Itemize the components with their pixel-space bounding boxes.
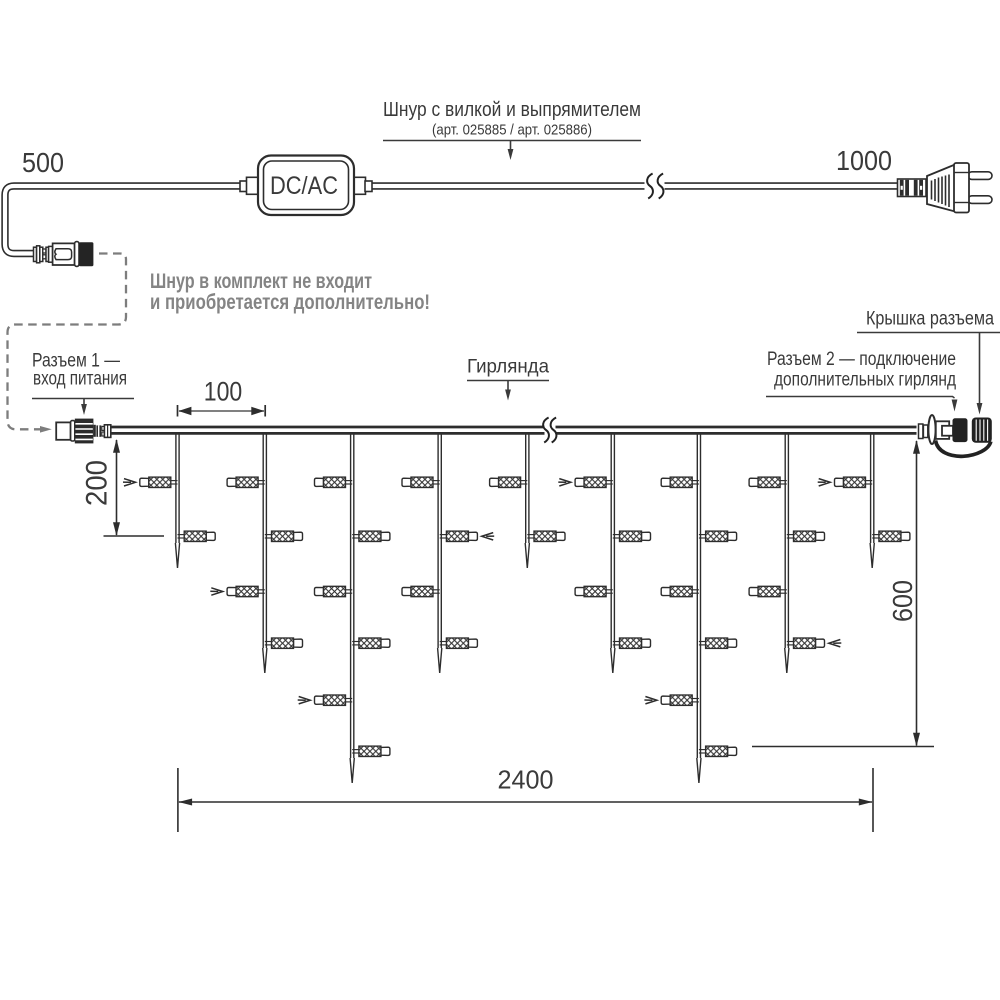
- svg-text:и приобретается дополнительно!: и приобретается дополнительно!: [150, 291, 430, 314]
- svg-text:Разъем 1 —: Разъем 1 —: [32, 351, 120, 372]
- svg-text:дополнительных гирлянд: дополнительных гирлянд: [774, 370, 956, 391]
- svg-text:Разъем 2 — подключение: Разъем 2 — подключение: [767, 349, 956, 370]
- svg-text:1000: 1000: [836, 145, 892, 176]
- svg-text:вход питания: вход питания: [33, 369, 127, 390]
- svg-text:Шнур в комплект не входит: Шнур в комплект не входит: [150, 270, 372, 293]
- svg-text:2400: 2400: [498, 765, 554, 795]
- svg-text:(арт. 025885 / арт. 025886): (арт. 025885 / арт. 025886): [432, 123, 592, 139]
- svg-text:200: 200: [80, 460, 113, 506]
- svg-text:600: 600: [887, 580, 918, 622]
- svg-text:DC/AC: DC/AC: [270, 172, 338, 200]
- svg-text:Гирлянда: Гирлянда: [467, 357, 549, 378]
- svg-text:Крышка разъема: Крышка разъема: [866, 309, 994, 330]
- svg-text:Шнур с вилкой и выпрямителем: Шнур с вилкой и выпрямителем: [383, 99, 641, 121]
- svg-text:500: 500: [22, 147, 64, 178]
- svg-text:100: 100: [204, 377, 243, 407]
